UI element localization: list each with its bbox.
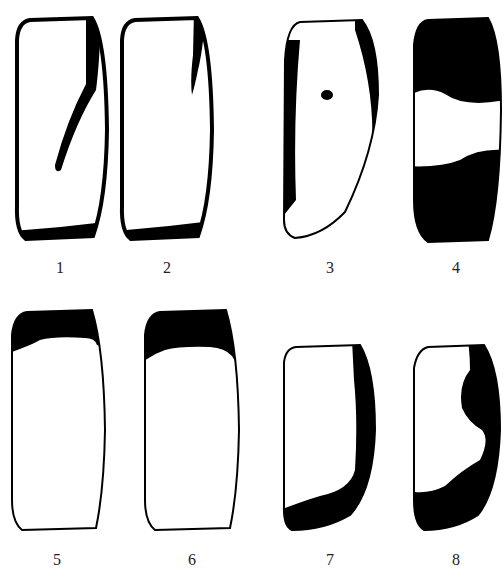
figure-number: 1	[56, 260, 64, 276]
figure-number: 3	[326, 260, 334, 276]
figure-number: 4	[452, 260, 460, 276]
figure-number: 8	[452, 552, 460, 568]
figure-number: 2	[163, 260, 171, 276]
figure-number: 5	[53, 552, 61, 568]
figure-number: 6	[188, 552, 196, 568]
figure-number: 7	[326, 552, 334, 568]
